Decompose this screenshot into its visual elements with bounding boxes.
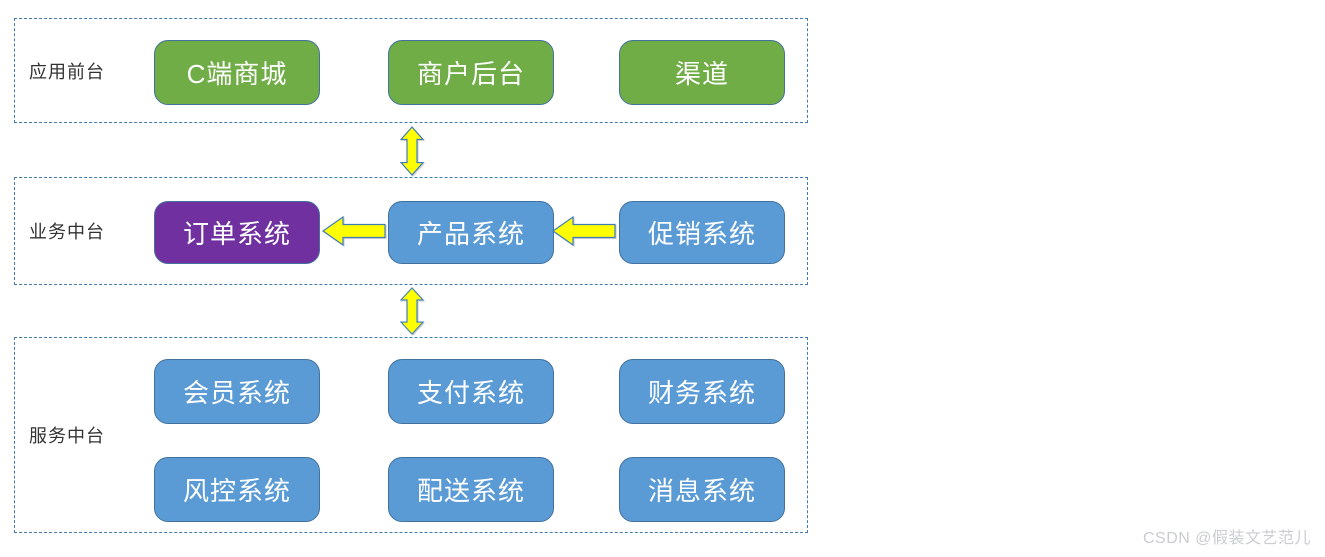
node-promotion-system: 促销系统	[619, 201, 785, 264]
vertical-double-arrow-icon	[399, 287, 425, 335]
node-c-mall: C端商城	[154, 40, 320, 105]
layer-panel-app-front: 应用前台 C端商城 商户后台 渠道	[14, 18, 808, 123]
left-arrow-icon	[552, 215, 616, 247]
layer-label-business: 业务中台	[29, 222, 105, 242]
layer-panel-business: 业务中台 订单系统 产品系统 促销系统	[14, 177, 808, 285]
node-finance-system: 财务系统	[619, 359, 785, 424]
node-channel: 渠道	[619, 40, 785, 105]
node-delivery-system: 配送系统	[388, 457, 554, 522]
node-merchant-admin: 商户后台	[388, 40, 554, 105]
watermark: CSDN @假装文艺范儿	[1142, 530, 1311, 547]
layer-label-app-front: 应用前台	[29, 61, 105, 82]
node-member-system: 会员系统	[154, 359, 320, 424]
node-payment-system: 支付系统	[388, 359, 554, 424]
node-risk-system: 风控系统	[154, 457, 320, 522]
node-product-system: 产品系统	[388, 201, 554, 264]
layer-panel-service: 服务中台 会员系统 支付系统 财务系统 风控系统 配送系统 消息系统	[14, 337, 808, 533]
vertical-double-arrow-icon	[399, 126, 425, 176]
node-order-system: 订单系统	[154, 201, 320, 264]
node-message-system: 消息系统	[619, 457, 785, 522]
left-arrow-icon	[322, 215, 386, 247]
layer-label-service: 服务中台	[29, 426, 105, 446]
